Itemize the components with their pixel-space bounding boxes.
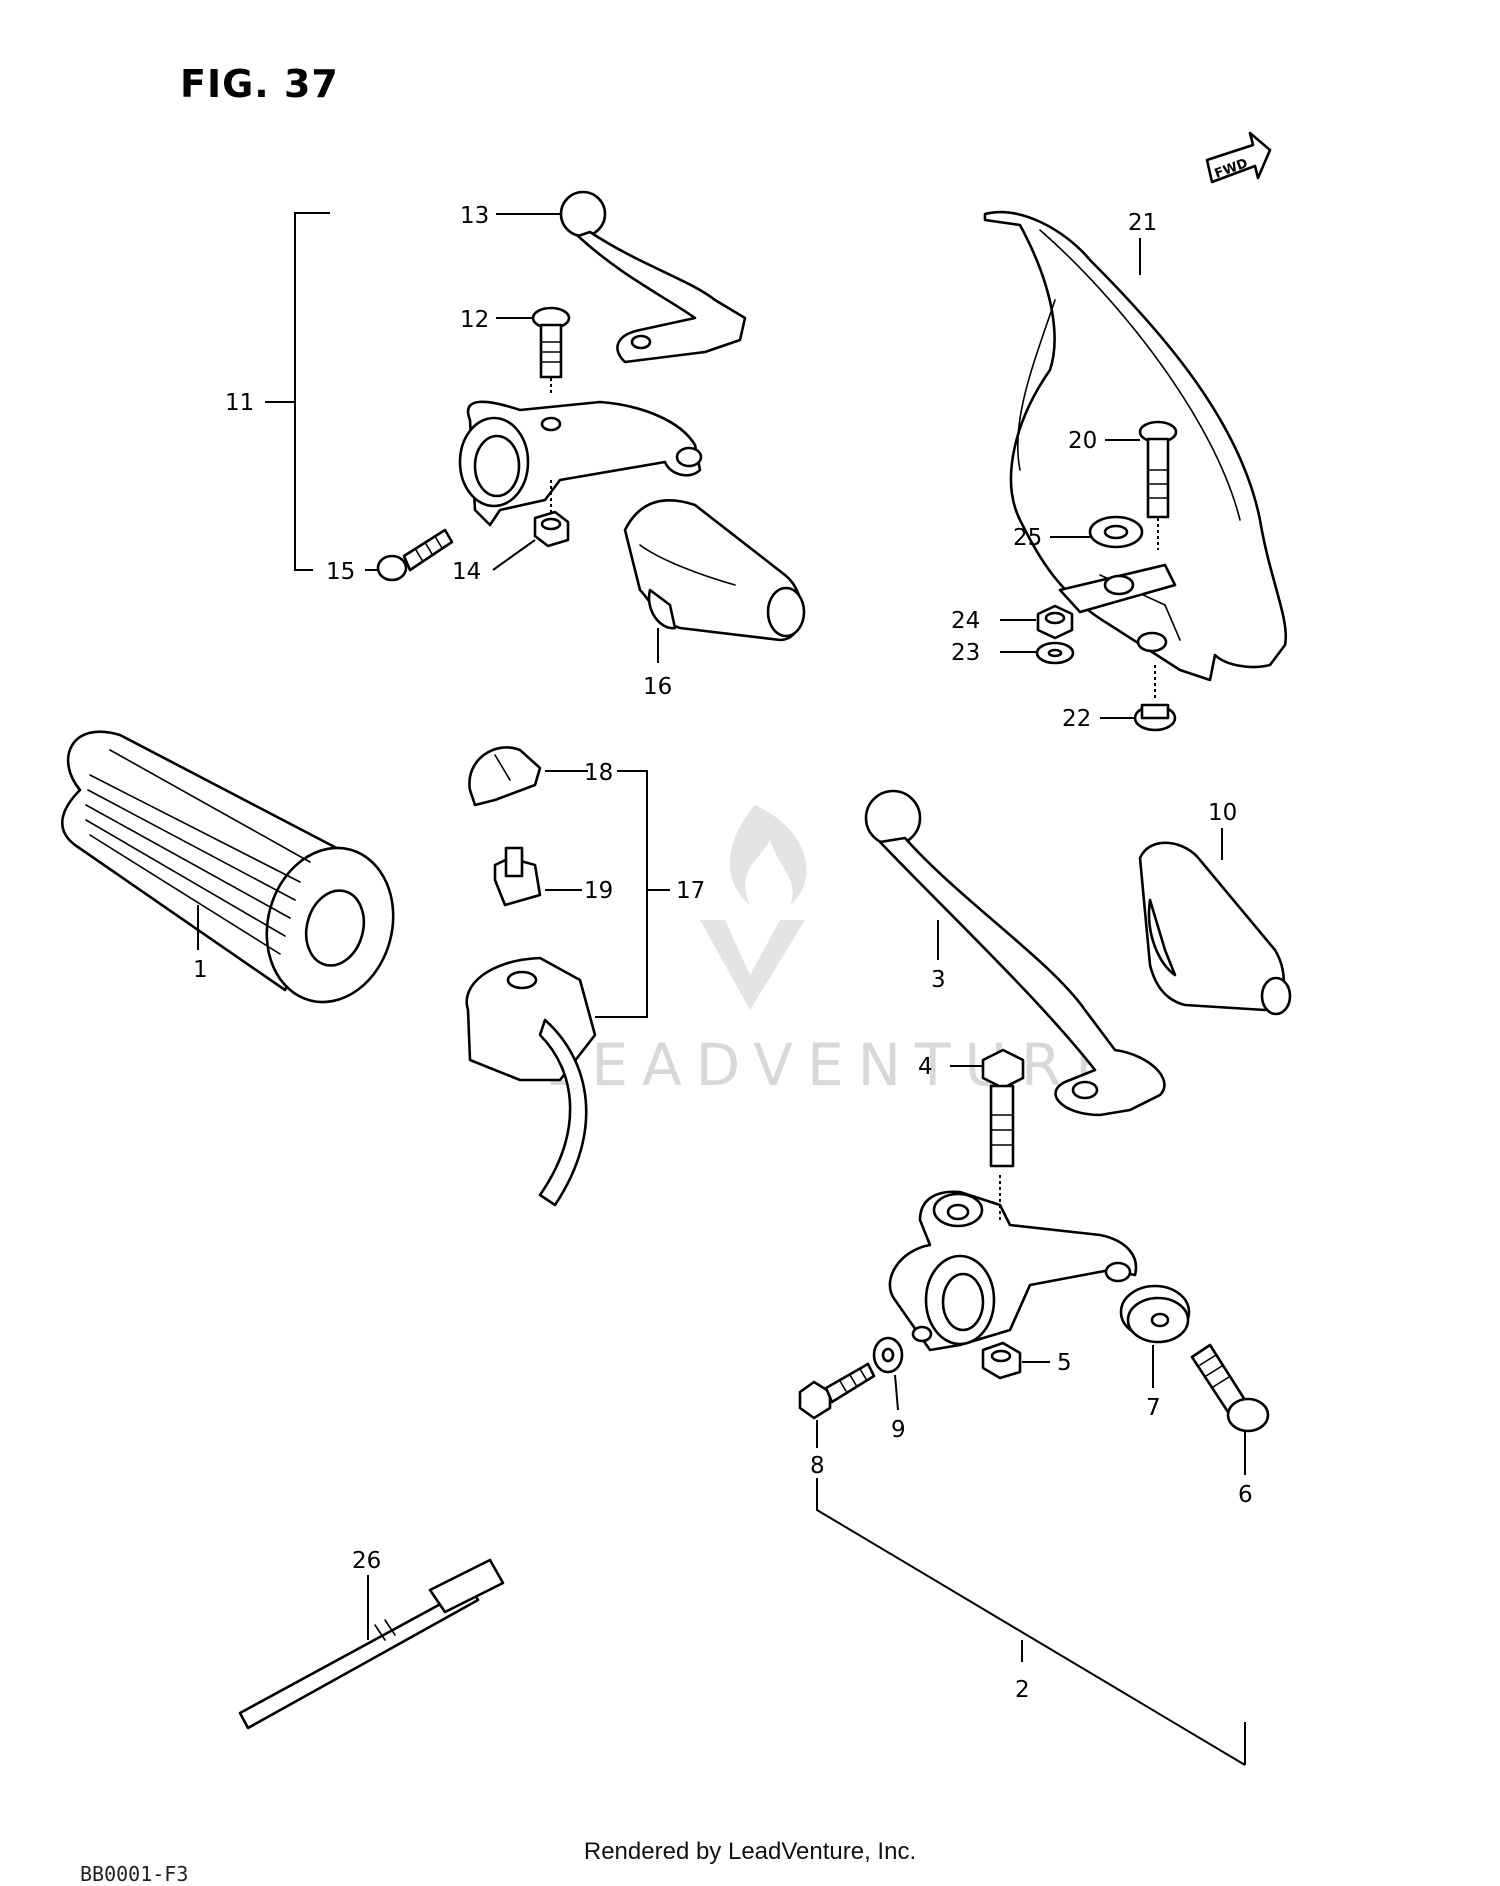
part-bracket-2 (888, 1190, 1138, 1352)
part-bolt-20 (1138, 420, 1178, 519)
part-bolt-4 (981, 1048, 1025, 1168)
fwd-arrow-icon: FWD (1205, 131, 1272, 184)
callout-17: 17 (676, 878, 705, 904)
callout-22: 22 (1062, 706, 1091, 732)
part-grip (60, 730, 395, 1004)
callout-26: 26 (352, 1548, 381, 1574)
callout-6: 6 (1238, 1482, 1253, 1508)
part-clip-19 (493, 846, 542, 907)
part-switch-17 (465, 956, 597, 1207)
callout-9: 9 (891, 1417, 906, 1443)
callout-10: 10 (1208, 800, 1237, 826)
callouts: 1 2 3 4 5 6 7 8 9 10 11 12 13 14 15 16 1… (193, 203, 1253, 1703)
callout-7: 7 (1146, 1395, 1161, 1421)
callout-12: 12 (460, 307, 489, 333)
callout-16: 16 (643, 674, 672, 700)
callout-18: 18 (584, 760, 613, 786)
part-lever-13 (559, 190, 747, 364)
part-washer-9 (872, 1336, 904, 1374)
part-bolt-12 (531, 306, 571, 379)
watermark-text: LEADVENTURE (545, 1031, 1126, 1099)
part-nut-24 (1036, 604, 1074, 640)
callout-3: 3 (931, 967, 946, 993)
part-screw-6 (1190, 1343, 1270, 1433)
callout-19: 19 (584, 878, 613, 904)
part-nut-14 (533, 510, 570, 548)
callout-11: 11 (225, 390, 254, 416)
callout-14: 14 (452, 559, 481, 585)
callout-24: 24 (951, 608, 980, 634)
leader-lines (197, 212, 1246, 1766)
part-nut-5 (981, 1341, 1022, 1380)
part-bracket-11 (458, 400, 703, 527)
callout-25: 25 (1013, 525, 1042, 551)
figure-label: FIG. 37 (180, 62, 339, 106)
part-knob-18 (468, 746, 542, 807)
part-cover-16 (623, 499, 806, 642)
callout-5: 5 (1057, 1350, 1072, 1376)
part-cover-10 (1138, 841, 1292, 1016)
part-adjuster-7 (1119, 1284, 1191, 1344)
part-bracket-plate (1058, 563, 1177, 614)
watermark: LEADVENTURE (545, 805, 1126, 1099)
callout-20: 20 (1068, 428, 1097, 454)
part-screw-15 (376, 528, 454, 582)
footer-code: BB0001-F3 (80, 1862, 189, 1886)
footer-credit: Rendered by LeadVenture, Inc. (583, 1838, 917, 1865)
part-washer-25 (1088, 515, 1144, 549)
callout-1: 1 (193, 957, 208, 983)
part-cable-tie-26 (238, 1558, 505, 1730)
callout-23: 23 (951, 640, 980, 666)
callout-21: 21 (1128, 210, 1157, 236)
callout-8: 8 (810, 1453, 825, 1479)
part-lever-3 (864, 789, 1166, 1117)
callout-2: 2 (1015, 1677, 1030, 1703)
part-washer-23 (1035, 641, 1075, 665)
callout-4: 4 (918, 1054, 933, 1080)
part-bolt-8 (798, 1362, 876, 1420)
callout-13: 13 (460, 203, 489, 229)
part-handguard-21 (983, 210, 1288, 682)
callout-15: 15 (326, 559, 355, 585)
part-nut-22 (1133, 703, 1177, 732)
